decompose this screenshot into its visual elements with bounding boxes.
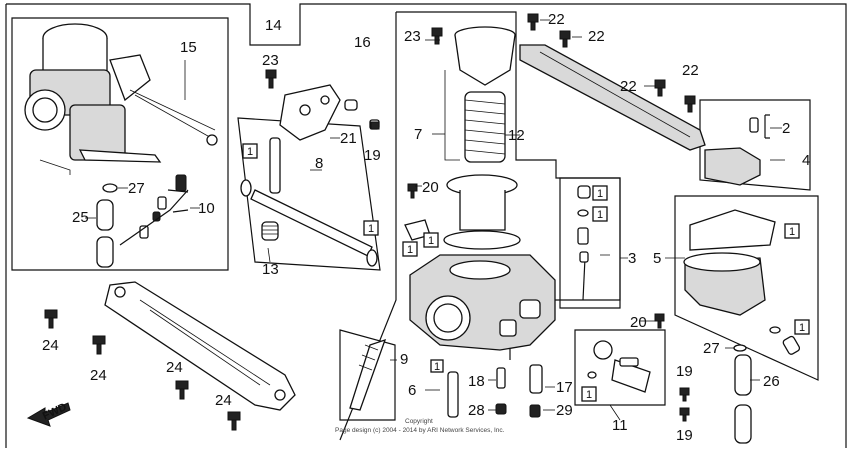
jet-parts-3 xyxy=(577,185,591,301)
callout-24: 24 xyxy=(90,367,107,384)
qty-box: 1 xyxy=(592,206,608,222)
callout-22: 22 xyxy=(548,11,565,28)
qty-box: 1 xyxy=(430,359,444,373)
screws-24 xyxy=(44,309,241,431)
o-ring-27 xyxy=(102,183,118,193)
svg-text:1: 1 xyxy=(586,389,592,401)
callout-28: 28 xyxy=(468,402,485,419)
qty-box: 1 xyxy=(363,220,379,236)
spring-parts-10 xyxy=(119,174,189,246)
screw-23-left xyxy=(265,69,277,89)
svg-text:1: 1 xyxy=(247,146,253,158)
callout-9: 9 xyxy=(400,351,408,368)
callout-22: 22 xyxy=(620,78,637,95)
mounting-plate xyxy=(104,281,296,411)
svg-text:1: 1 xyxy=(597,209,603,221)
pilot-jet-6 xyxy=(447,371,459,418)
callout-14: 14 xyxy=(265,17,282,34)
qty-box: 1 xyxy=(242,143,258,159)
spring-13 xyxy=(261,221,279,241)
qty-box: 1 xyxy=(794,319,810,335)
bracket-arm xyxy=(519,44,706,151)
callout-21: 21 xyxy=(340,130,357,147)
callout-22: 22 xyxy=(682,62,699,79)
callout-16: 16 xyxy=(354,34,371,51)
qty-boxes: 1 1 1 1 1 1 1 1 1 1 xyxy=(242,143,810,402)
throttle-link-21 xyxy=(279,84,380,141)
callout-26: 26 xyxy=(763,373,780,390)
callout-20: 20 xyxy=(630,314,647,331)
callout-labels: 14 15 16 23 23 22 22 22 22 7 12 2 4 21 8… xyxy=(42,11,810,444)
qty-box: 1 xyxy=(581,386,597,402)
screws-22 xyxy=(527,13,696,113)
screw-23-top xyxy=(431,27,443,45)
callout-29: 29 xyxy=(556,402,573,419)
diaphragm-7 xyxy=(443,174,521,250)
callout-8: 8 xyxy=(315,155,323,172)
svg-text:1: 1 xyxy=(428,235,434,247)
top-cap-16 xyxy=(454,26,516,86)
callout-13: 13 xyxy=(262,261,279,278)
needle-valve-2 xyxy=(749,114,770,139)
copyright: Copyright Page design (c) 2004 - 2014 by… xyxy=(335,418,505,434)
callout-24: 24 xyxy=(215,392,232,409)
spring-12 xyxy=(464,91,506,163)
tube-25 xyxy=(96,199,114,268)
screw-20-left xyxy=(407,183,418,199)
callout-22: 22 xyxy=(588,28,605,45)
callout-23: 23 xyxy=(404,28,421,45)
callout-4: 4 xyxy=(802,152,810,169)
svg-text:1: 1 xyxy=(434,361,440,373)
callout-6: 6 xyxy=(408,382,416,399)
callout-7: 7 xyxy=(414,126,422,143)
small-jets xyxy=(495,364,543,418)
clip-27-right xyxy=(733,344,747,352)
callout-3: 3 xyxy=(628,250,636,267)
callout-2: 2 xyxy=(782,120,790,137)
screws-19 xyxy=(370,121,690,422)
callout-15: 15 xyxy=(180,39,197,56)
fwd-arrow: FWD xyxy=(26,401,71,427)
callout-25: 25 xyxy=(72,209,89,226)
idle-screw-9 xyxy=(349,338,387,411)
accelerator-pump-11 xyxy=(587,340,651,393)
callout-10: 10 xyxy=(198,200,215,217)
qty-box: 1 xyxy=(402,241,418,257)
tube-26 xyxy=(734,354,752,444)
float-4 xyxy=(704,147,761,186)
copyright-line-2: Page design (c) 2004 - 2014 by ARI Netwo… xyxy=(335,427,505,434)
float-bowl-5 xyxy=(683,209,801,355)
qty-box: 1 xyxy=(592,185,608,201)
callout-19: 19 xyxy=(364,147,381,164)
callout-24: 24 xyxy=(42,337,59,354)
callout-20: 20 xyxy=(422,179,439,196)
svg-text:1: 1 xyxy=(368,223,374,235)
callout-27: 27 xyxy=(703,340,720,357)
carburetor-assembly-15 xyxy=(24,23,218,175)
qty-box: 1 xyxy=(423,232,439,248)
leader-lines xyxy=(85,19,785,421)
callout-11: 11 xyxy=(612,417,628,434)
fwd-label: FWD xyxy=(41,401,69,422)
svg-text:1: 1 xyxy=(407,244,413,256)
callout-19: 19 xyxy=(676,427,693,444)
svg-text:1: 1 xyxy=(799,322,805,334)
callout-18: 18 xyxy=(468,373,485,390)
svg-text:1: 1 xyxy=(597,188,603,200)
svg-text:1: 1 xyxy=(789,226,795,238)
copyright-line-1: Copyright xyxy=(405,418,433,425)
callout-19: 19 xyxy=(676,363,693,380)
callout-27: 27 xyxy=(128,180,145,197)
callout-17: 17 xyxy=(556,379,573,396)
callout-23: 23 xyxy=(262,52,279,69)
carburetor-body xyxy=(404,219,556,351)
qty-box: 1 xyxy=(784,223,800,239)
screw-20-right xyxy=(654,313,665,329)
shaft-8 xyxy=(240,137,378,267)
callout-5: 5 xyxy=(653,250,661,267)
callout-24: 24 xyxy=(166,359,183,376)
callout-12: 12 xyxy=(508,127,525,144)
